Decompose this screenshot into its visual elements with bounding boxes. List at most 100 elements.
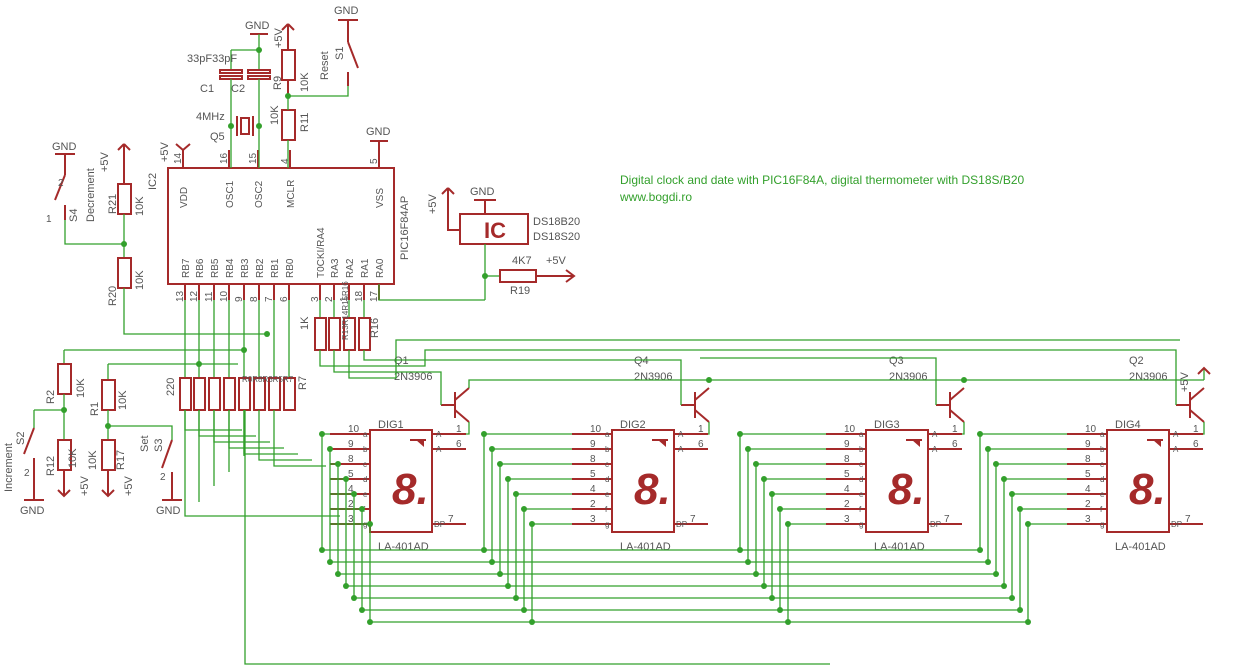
display-digit-glyph: 8. [1129,465,1166,514]
display-body [865,429,929,533]
resistor-base-1 [328,317,341,351]
display-common-letter: A [932,445,938,454]
wire [273,410,326,467]
set-switch[interactable] [161,439,173,500]
display-pin-number: 8 [590,454,596,465]
junction-dot [351,491,357,497]
display-pin-number: 8 [348,454,354,465]
mcu-pin-label: RB1 [270,258,281,278]
decrement-switch[interactable] [54,154,66,220]
vss-gnd-label: GND [366,126,391,138]
junction-dot [1009,491,1015,497]
reset-switch[interactable] [347,20,359,86]
display-dp-number: 7 [944,514,950,525]
mcu-pin-label: RA1 [360,258,371,278]
junction-dot [359,506,365,512]
r2-ref: R2 [45,390,57,404]
supply-arrow-icon [1197,366,1211,375]
seg-array-value: 220 [165,378,177,396]
wire [258,410,312,461]
decrement-gnd-label: GND [52,141,77,153]
display-part: LA-401AD [620,541,671,553]
display-pin-number: 9 [590,439,596,450]
wire [319,349,1177,405]
wire [330,463,339,574]
display-seg-letter: e [859,490,864,499]
display-common-letter: A [678,445,684,454]
junction-dot [753,461,759,467]
vdd-supply-icon [175,143,191,151]
mcu-pin-number: 18 [354,290,365,302]
display-seg-letter: a [859,430,864,439]
mcu-pin-label: RB3 [240,258,251,278]
c1-label: C1 [200,83,214,95]
increment-switch[interactable] [23,427,35,500]
s4-pin2: 2 [58,178,64,189]
wire [213,410,270,443]
display-seg-letter: e [605,490,610,499]
mcu-ref: IC2 [147,173,159,190]
resistor-r9 [281,49,296,81]
resistor-r20 [117,257,132,289]
display-dp-label: DP [676,520,687,529]
r12-ref: R12 [45,456,57,476]
s4-pin1: 1 [46,214,52,225]
sensor-gnd-label: GND [470,186,495,198]
s3-pin2: 2 [160,472,166,483]
junction-dot [196,361,202,367]
display-pin-number: 3 [590,514,596,525]
display-body [1106,429,1170,533]
set-gnd-label: GND [156,505,181,517]
junction-dot [327,446,333,452]
resistor-base-0 [314,317,327,351]
mcu-pin-label: RB5 [210,258,221,278]
c2-label: C2 [231,83,245,95]
seg-array-last-ref: R7 [297,376,309,390]
mcu-pin-label: RB0 [285,258,296,278]
display-group: DIG1LA-401AD8.10a9b8c5d4e2f3gA1A6DP7DIG2… [330,419,1205,553]
display-common-number: 1 [456,424,462,435]
wire [1203,422,1205,435]
resistor-seg-2 [208,377,221,411]
display-common-number: 1 [952,424,958,435]
display-common-icon [658,440,666,447]
display-pin-number: 2 [844,499,850,510]
transistor-ref: Q4 [634,355,649,367]
wire [244,410,830,665]
mcu-body [167,167,395,285]
title-line-2: www.bogdi.ro [619,190,692,204]
mcu-bottom-pins: 13RB712RB611RB510RB49RB38RB27RB16RB03T0C… [175,227,386,302]
wire [531,523,572,622]
r1-ref: R1 [89,402,101,416]
display-common-number: 6 [698,439,704,450]
display-seg-letter: a [1100,430,1105,439]
mcu-pin-number: 17 [369,290,380,302]
segment-resistor-array [179,300,296,411]
transistor-type: 2N3906 [1129,371,1168,383]
mcu-vdd-label: +5V [159,141,171,162]
mcu-part: PIC16F84AP [399,196,411,260]
junction-dot [1017,506,1023,512]
r12-supply-icon [57,470,71,498]
display-dp-label: DP [434,520,445,529]
display-pin-number: 5 [1085,469,1091,480]
display-dp-label: DP [930,520,941,529]
sensor-vcc-label: +5V [427,193,439,214]
display-digit-glyph: 8. [392,465,429,514]
wire [995,463,1067,574]
capacitor-c1 [219,69,243,74]
resistor-r1 [101,379,116,411]
transistor-leads [694,387,710,423]
base-array-refs: R13R14R15R16 [341,281,350,340]
resistor-seg-7 [283,377,296,411]
wire [198,410,256,437]
junction-dot [745,446,751,452]
junction-dot [1025,521,1031,527]
r12-supply-label: +5V [79,475,91,496]
title-line-1: Digital clock and date with PIC16F84A, d… [620,173,1025,187]
